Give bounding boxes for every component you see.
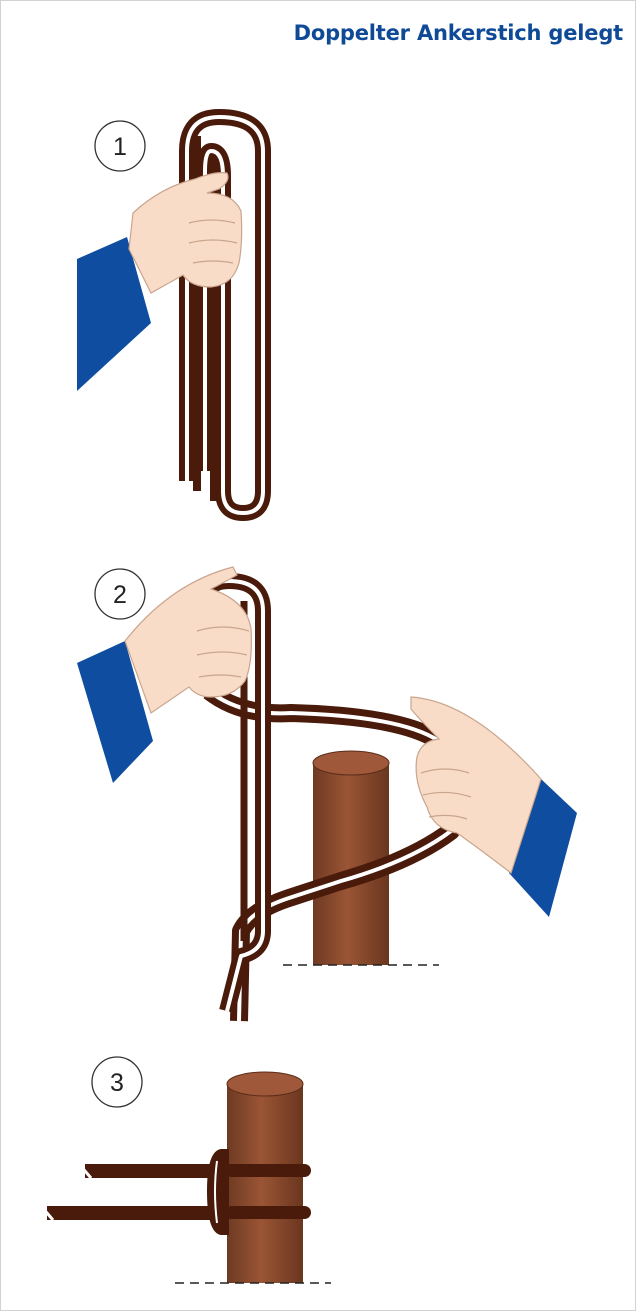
- step-3-number: 3: [110, 1069, 124, 1097]
- step-1: 1: [77, 117, 263, 513]
- step-2-number: 2: [113, 581, 127, 609]
- step-1-number: 1: [113, 133, 127, 161]
- step-3: 3: [41, 1057, 331, 1283]
- step-2: 2: [77, 567, 577, 1021]
